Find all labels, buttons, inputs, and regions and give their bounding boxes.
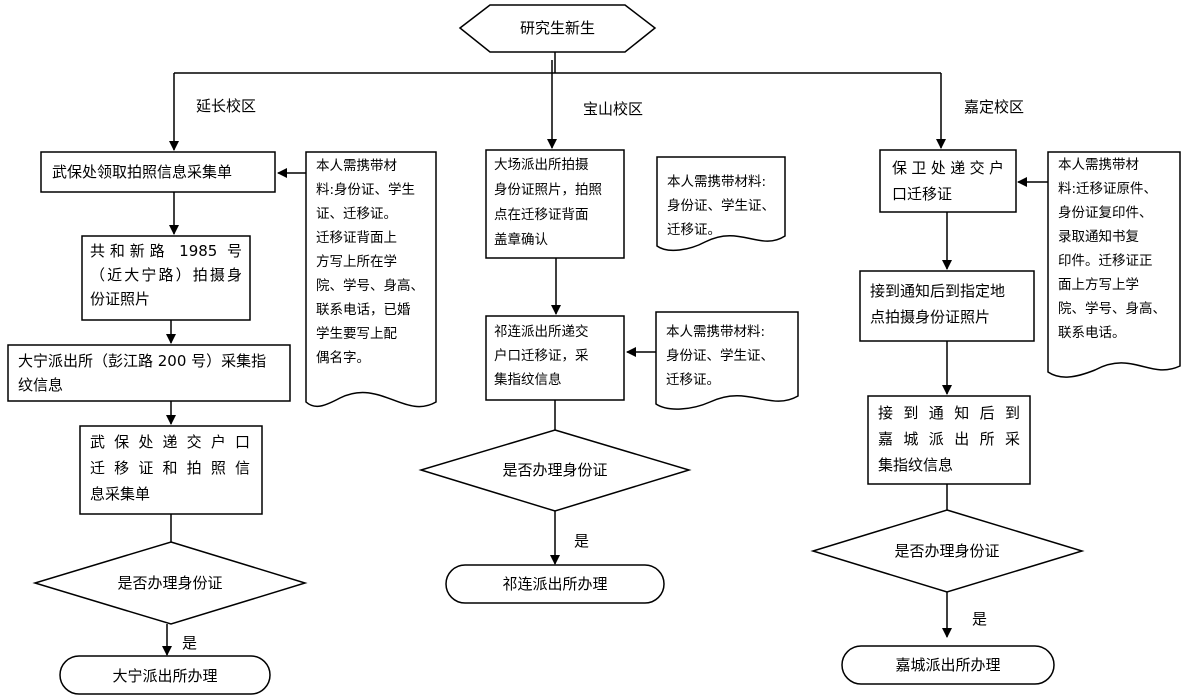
jiading-note-line: 面上方写上学 [1058, 277, 1139, 293]
yanchang-end-terminal [59, 655, 271, 695]
jiading-step2-line: 点拍摄身份证照片 [870, 308, 991, 326]
yanchang-step3-box [7, 344, 291, 402]
baoshan-end-terminal [445, 564, 665, 604]
start-label: 研究生新生 [519, 19, 595, 37]
baoshan-decision-text: 是否办理身份证 [502, 461, 608, 479]
jiading-decision-text: 是否办理身份证 [894, 542, 1000, 560]
jiading-step2-line: 接到通知后到指定地 [870, 282, 1006, 300]
jiading-note-line: 录取通知书复 [1058, 229, 1139, 245]
campus-label-jiading: 嘉定校区 [964, 98, 1025, 116]
yanchang-decision-diamond [32, 541, 308, 625]
jiading-note-shape [1047, 151, 1181, 378]
yanchang-step4-line1: 武保处递交户口 [90, 433, 250, 451]
yanchang-step3-line1: 大宁派出所（彭江路 200 号）采集指 [18, 352, 267, 370]
jiading-step3-line: 嘉城派出所采 [878, 430, 1020, 448]
yanchang-end-text: 大宁派出所办理 [112, 667, 218, 685]
yanchang-note-line: 方写上所在学 [316, 254, 397, 270]
baoshan-step1-line: 大场派出所拍摄 [494, 157, 589, 173]
jiading-end-terminal [841, 645, 1055, 685]
baoshan-step2-line: 祁连派出所递交 [494, 324, 589, 340]
jiading-note-line: 料:迁移证原件、 [1058, 181, 1158, 197]
yanchang-note-line: 学生要写上配 [316, 326, 397, 342]
yanchang-step2-line3: 份证照片 [90, 290, 151, 308]
baoshan-note2-line: 迁移证。 [666, 372, 720, 388]
yanchang-note-line: 联系电话，已婚 [316, 302, 411, 318]
jiading-note-line: 本人需携带材 [1058, 157, 1139, 173]
yanchang-step2-line2: （近大宁路）拍摄身 [90, 266, 242, 284]
jiading-note-line: 印件。迁移证正 [1058, 253, 1153, 269]
baoshan-note1-shape [656, 156, 786, 252]
baoshan-note1-line: 本人需携带材料: [667, 174, 767, 190]
yanchang-note-line: 本人需携带材 [316, 158, 397, 174]
jiading-step1-line: 口迁移证 [892, 185, 953, 203]
yanchang-note-line: 证、迁移证。 [316, 206, 397, 222]
campus-label-yanchang: 延长校区 [196, 97, 257, 115]
baoshan-step1-line: 身份证照片，拍照 [494, 182, 602, 198]
baoshan-yes-label: 是 [574, 532, 590, 550]
start-hexagon [458, 4, 657, 53]
yanchang-step4-line2: 迁移证和拍照信 [90, 459, 250, 477]
jiading-note-line: 院、学号、身高、 [1058, 301, 1166, 317]
yanchang-step4-line3: 息采集单 [90, 485, 151, 503]
baoshan-note2-shape [655, 311, 799, 410]
jiading-step3-line: 接到通知后到 [878, 404, 1020, 422]
baoshan-step1-line: 盖章确认 [494, 232, 548, 248]
jiading-step1-box [879, 149, 1017, 213]
yanchang-step1-box [40, 151, 276, 193]
jiading-step1-line: 保卫处递交户 [892, 159, 1004, 177]
yanchang-step2-line1: 共和新路 1985 号 [90, 242, 242, 260]
jiading-end-text: 嘉城派出所办理 [895, 656, 1001, 674]
yanchang-note-line: 迁移证背面上 [316, 230, 397, 246]
jiading-note-line: 身份证复印件、 [1058, 205, 1153, 221]
yanchang-step3-line2: 纹信息 [18, 376, 64, 394]
baoshan-end-text: 祁连派出所办理 [502, 575, 608, 593]
yanchang-yes-label: 是 [182, 634, 198, 652]
yanchang-note-shape [305, 151, 437, 408]
baoshan-note2-line: 身份证、学生证、 [666, 348, 774, 364]
baoshan-step2-line: 户口迁移证，采 [494, 348, 589, 364]
baoshan-note1-line: 身份证、学生证、 [667, 198, 775, 214]
yanchang-note-line: 偶名字。 [316, 350, 370, 366]
baoshan-step2-line: 集指纹信息 [494, 372, 562, 388]
jiading-step3-line: 集指纹信息 [878, 456, 954, 474]
yanchang-note-line: 院、学号、身高、 [316, 278, 424, 294]
yanchang-note-line: 料:身份证、学生 [316, 182, 416, 198]
baoshan-note2-line: 本人需携带材料: [666, 324, 766, 340]
baoshan-note1-line: 迁移证。 [667, 222, 721, 238]
yanchang-decision-text: 是否办理身份证 [117, 574, 223, 592]
jiading-yes-label: 是 [972, 610, 988, 628]
jiading-step3-box [867, 395, 1031, 485]
yanchang-step2-box [81, 235, 251, 321]
jiading-note-line: 联系电话。 [1058, 325, 1126, 341]
baoshan-step1-line: 点在迁移证背面 [494, 207, 589, 223]
yanchang-step1-text: 武保处领取拍照信息采集单 [52, 163, 233, 181]
campus-label-baoshan: 宝山校区 [583, 100, 644, 118]
baoshan-step1-box [485, 149, 625, 259]
